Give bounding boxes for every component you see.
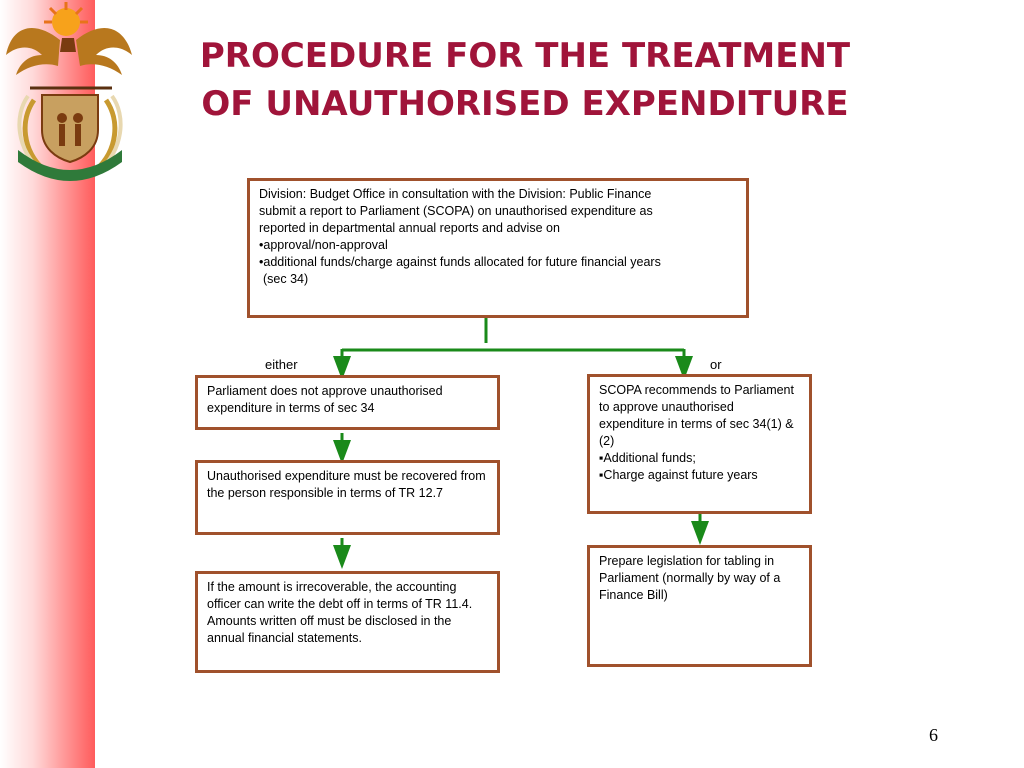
right-wing-icon	[76, 28, 132, 75]
top-box-line-2: submit a report to Parliament (SCOPA) on…	[259, 204, 653, 218]
flow-box-top: Division: Budget Office in consultation …	[247, 178, 749, 318]
flow-box-right-2: Prepare legislation for tabling in Parli…	[587, 545, 812, 667]
flow-box-left-2: Unauthorised expenditure must be recover…	[195, 460, 500, 535]
shield-icon	[41, 94, 99, 164]
either-label: either	[265, 357, 298, 372]
right-box-1-text: SCOPA recommends to Parliament to approv…	[599, 383, 794, 448]
top-box-line-3: reported in departmental annual reports …	[259, 221, 560, 235]
or-label: or	[710, 357, 722, 372]
sun-icon	[44, 2, 88, 36]
coat-of-arms-emblem	[6, 2, 132, 181]
motto-ribbon	[18, 150, 122, 181]
right-box-1-bullet-1: ▪Additional funds;	[599, 451, 696, 465]
title-line-1: PROCEDURE FOR THE TREATMENT	[199, 36, 851, 76]
flow-box-left-1: Parliament does not approve unauthorised…	[195, 375, 500, 430]
slide-title: PROCEDURE FOR THE TREATMENT OF UNAUTHORI…	[150, 32, 900, 128]
top-box-line-1: Division: Budget Office in consultation …	[259, 187, 652, 201]
flow-box-left-3: If the amount is irrecoverable, the acco…	[195, 571, 500, 673]
top-box-bullet-1: •approval/non-approval	[259, 238, 388, 252]
top-box-section-ref: (sec 34)	[263, 272, 309, 286]
top-box-bullet-2: •additional funds/charge against funds a…	[259, 255, 661, 269]
right-box-1-bullet-2: ▪Charge against future years	[599, 468, 758, 482]
title-line-2: OF UNAUTHORISED EXPENDITURE	[201, 84, 849, 124]
page-number: 6	[929, 725, 938, 745]
flow-box-right-1: SCOPA recommends to Parliament to approv…	[587, 374, 812, 514]
left-wing-icon	[6, 28, 60, 75]
